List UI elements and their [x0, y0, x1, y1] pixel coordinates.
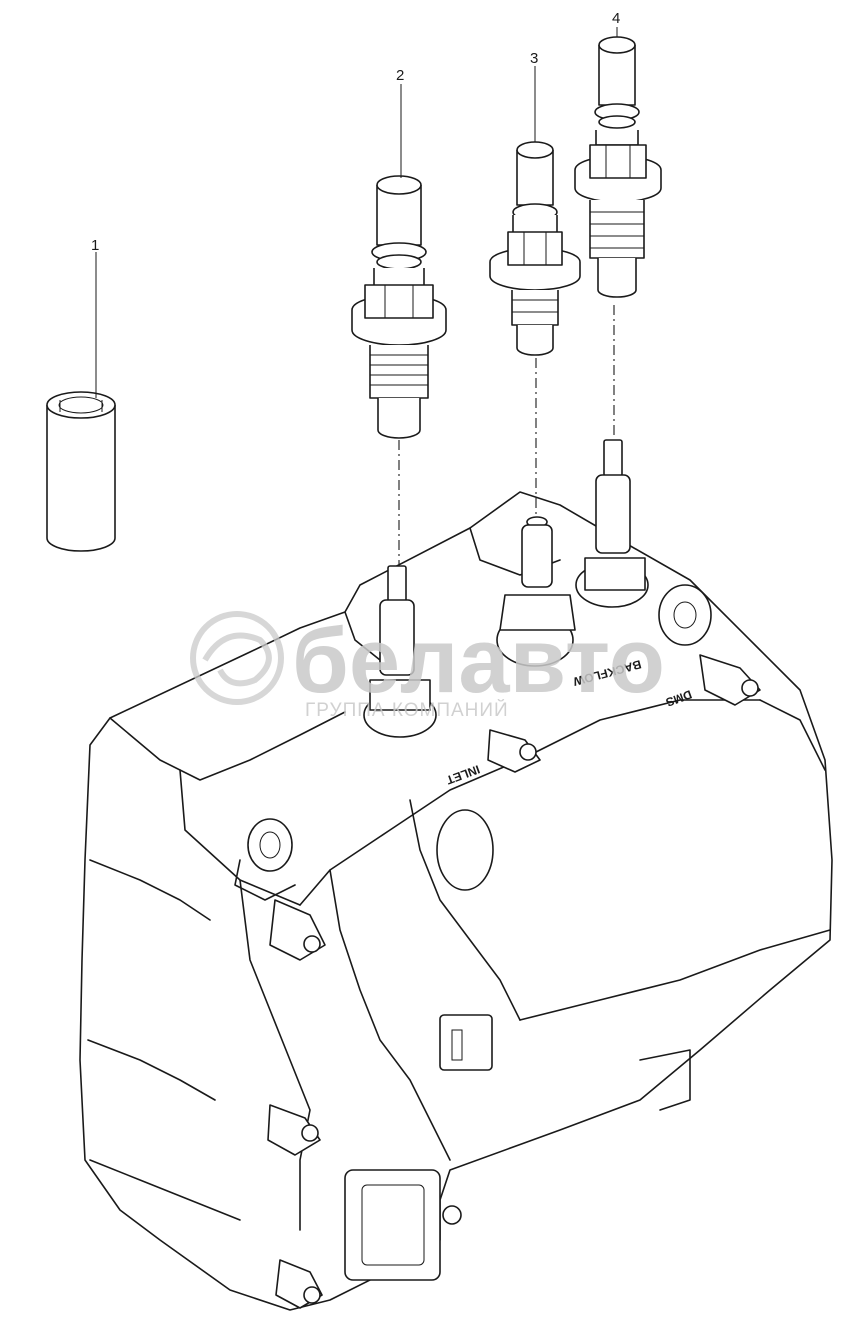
- callout-1-label: 1: [91, 237, 99, 254]
- watermark-logo-swirl: [202, 632, 272, 687]
- callout-2: 2: [396, 67, 404, 178]
- callout-4-label: 4: [612, 10, 620, 27]
- callout-2-label: 2: [396, 67, 404, 84]
- watermark-brand: белавто: [292, 610, 665, 712]
- callout-3: 3: [530, 50, 538, 142]
- callout-3-label: 3: [530, 50, 538, 67]
- part-2-fitting: [351, 175, 447, 439]
- callout-1: 1: [91, 237, 99, 398]
- watermark-tagline: ГРУППА КОМПАНИЙ: [305, 699, 509, 721]
- seated-fitting-2: [369, 565, 431, 711]
- part-3-valve: [489, 141, 581, 356]
- watermark-logo-ring: [190, 611, 284, 705]
- seated-fitting-3: [499, 516, 576, 631]
- seated-fitting-4: [584, 439, 646, 591]
- callout-4: 4: [612, 10, 620, 37]
- part-1-filter-sleeve: [46, 391, 116, 552]
- pump-housing: INLET BACKFLOW DMS: [79, 491, 833, 1311]
- part-4-fitting: [574, 36, 662, 298]
- watermark: белавто ГРУППА КОМПАНИЙ: [190, 610, 665, 721]
